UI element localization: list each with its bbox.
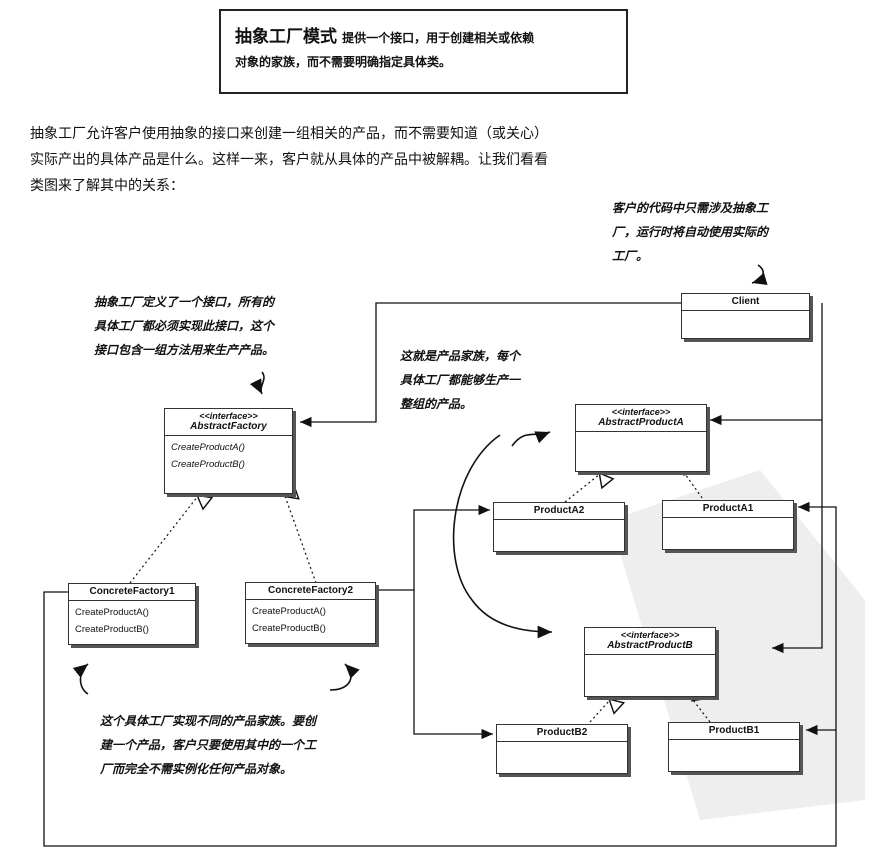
class-name: AbstractProductA (598, 417, 684, 428)
class-name: ConcreteFactory2 (267, 585, 354, 596)
product-b1-class: ProductB1 (668, 722, 800, 772)
factory-note: 抽象工厂定义了一个接口，所有的 具体工厂都必须实现此接口，这个 接口包含一组方法… (94, 295, 275, 357)
product-a2-class: ProductA2 (493, 502, 625, 552)
abstract-product-a-class: <<interface>> AbstractProductA (575, 404, 707, 472)
product-a1-class: ProductA1 (662, 500, 794, 550)
concrete-factory-note: 这个具体工厂实现不同的产品家族。要创 建一个产品，客户只要使用其中的一个工 厂而… (100, 714, 317, 776)
class-name: Client (731, 296, 760, 307)
abstract-factory-class: <<interface>> AbstractFactory CreateProd… (164, 408, 293, 494)
operation: CreateProductB() (252, 623, 326, 634)
intro-line-2: 实际产出的具体产品是什么。这样一来，客户就从具体的产品中被解耦。让我们看看 (30, 152, 548, 168)
class-name: AbstractProductB (607, 640, 693, 651)
operation: CreateProductA() (252, 606, 326, 617)
stereotype: <<interface>> (620, 630, 680, 640)
class-name: ProductA1 (702, 503, 754, 514)
operation: CreateProductB() (171, 459, 245, 470)
family-note: 这就是产品家族，每个 具体工厂都能够生产一 整组的产品。 (400, 349, 521, 411)
concrete-factory-2-class: ConcreteFactory2 CreateProductA() Create… (245, 582, 376, 644)
operation: CreateProductA() (171, 442, 245, 453)
stereotype: <<interface>> (611, 407, 671, 417)
definition-title: 抽象工厂模式 (235, 27, 337, 47)
class-name: ConcreteFactory1 (89, 586, 175, 597)
stereotype: <<interface>> (199, 411, 258, 421)
class-name: ProductA2 (533, 505, 585, 516)
class-name: AbstractFactory (190, 421, 267, 432)
intro-line-1: 抽象工厂允许客户使用抽象的接口来创建一组相关的产品，而不需要知道（或关心） (30, 126, 548, 142)
product-b2-class: ProductB2 (496, 724, 628, 774)
class-name: ProductB2 (536, 727, 588, 738)
concrete-factory-1-class: ConcreteFactory1 CreateProductA() Create… (68, 583, 196, 645)
abstract-product-b-class: <<interface>> AbstractProductB (584, 627, 716, 697)
class-name: ProductB1 (708, 725, 760, 736)
intro-line-3: 类图来了解其中的关系： (30, 178, 184, 194)
definition-text-1: 提供一个接口，用于创建相关或依赖 (342, 31, 535, 45)
operation: CreateProductB() (75, 624, 149, 635)
definition-text-2: 对象的家族，而不需要明确指定具体类。 (235, 55, 452, 69)
definition-box: 抽象工厂模式 提供一个接口，用于创建相关或依赖 对象的家族，而不需要明确指定具体… (219, 9, 628, 94)
client-class: Client (681, 293, 810, 339)
client-note: 客户的代码中只需涉及抽象工 厂，运行时将自动使用实际的 工厂。 (612, 201, 769, 263)
operation: CreateProductA() (75, 607, 149, 618)
